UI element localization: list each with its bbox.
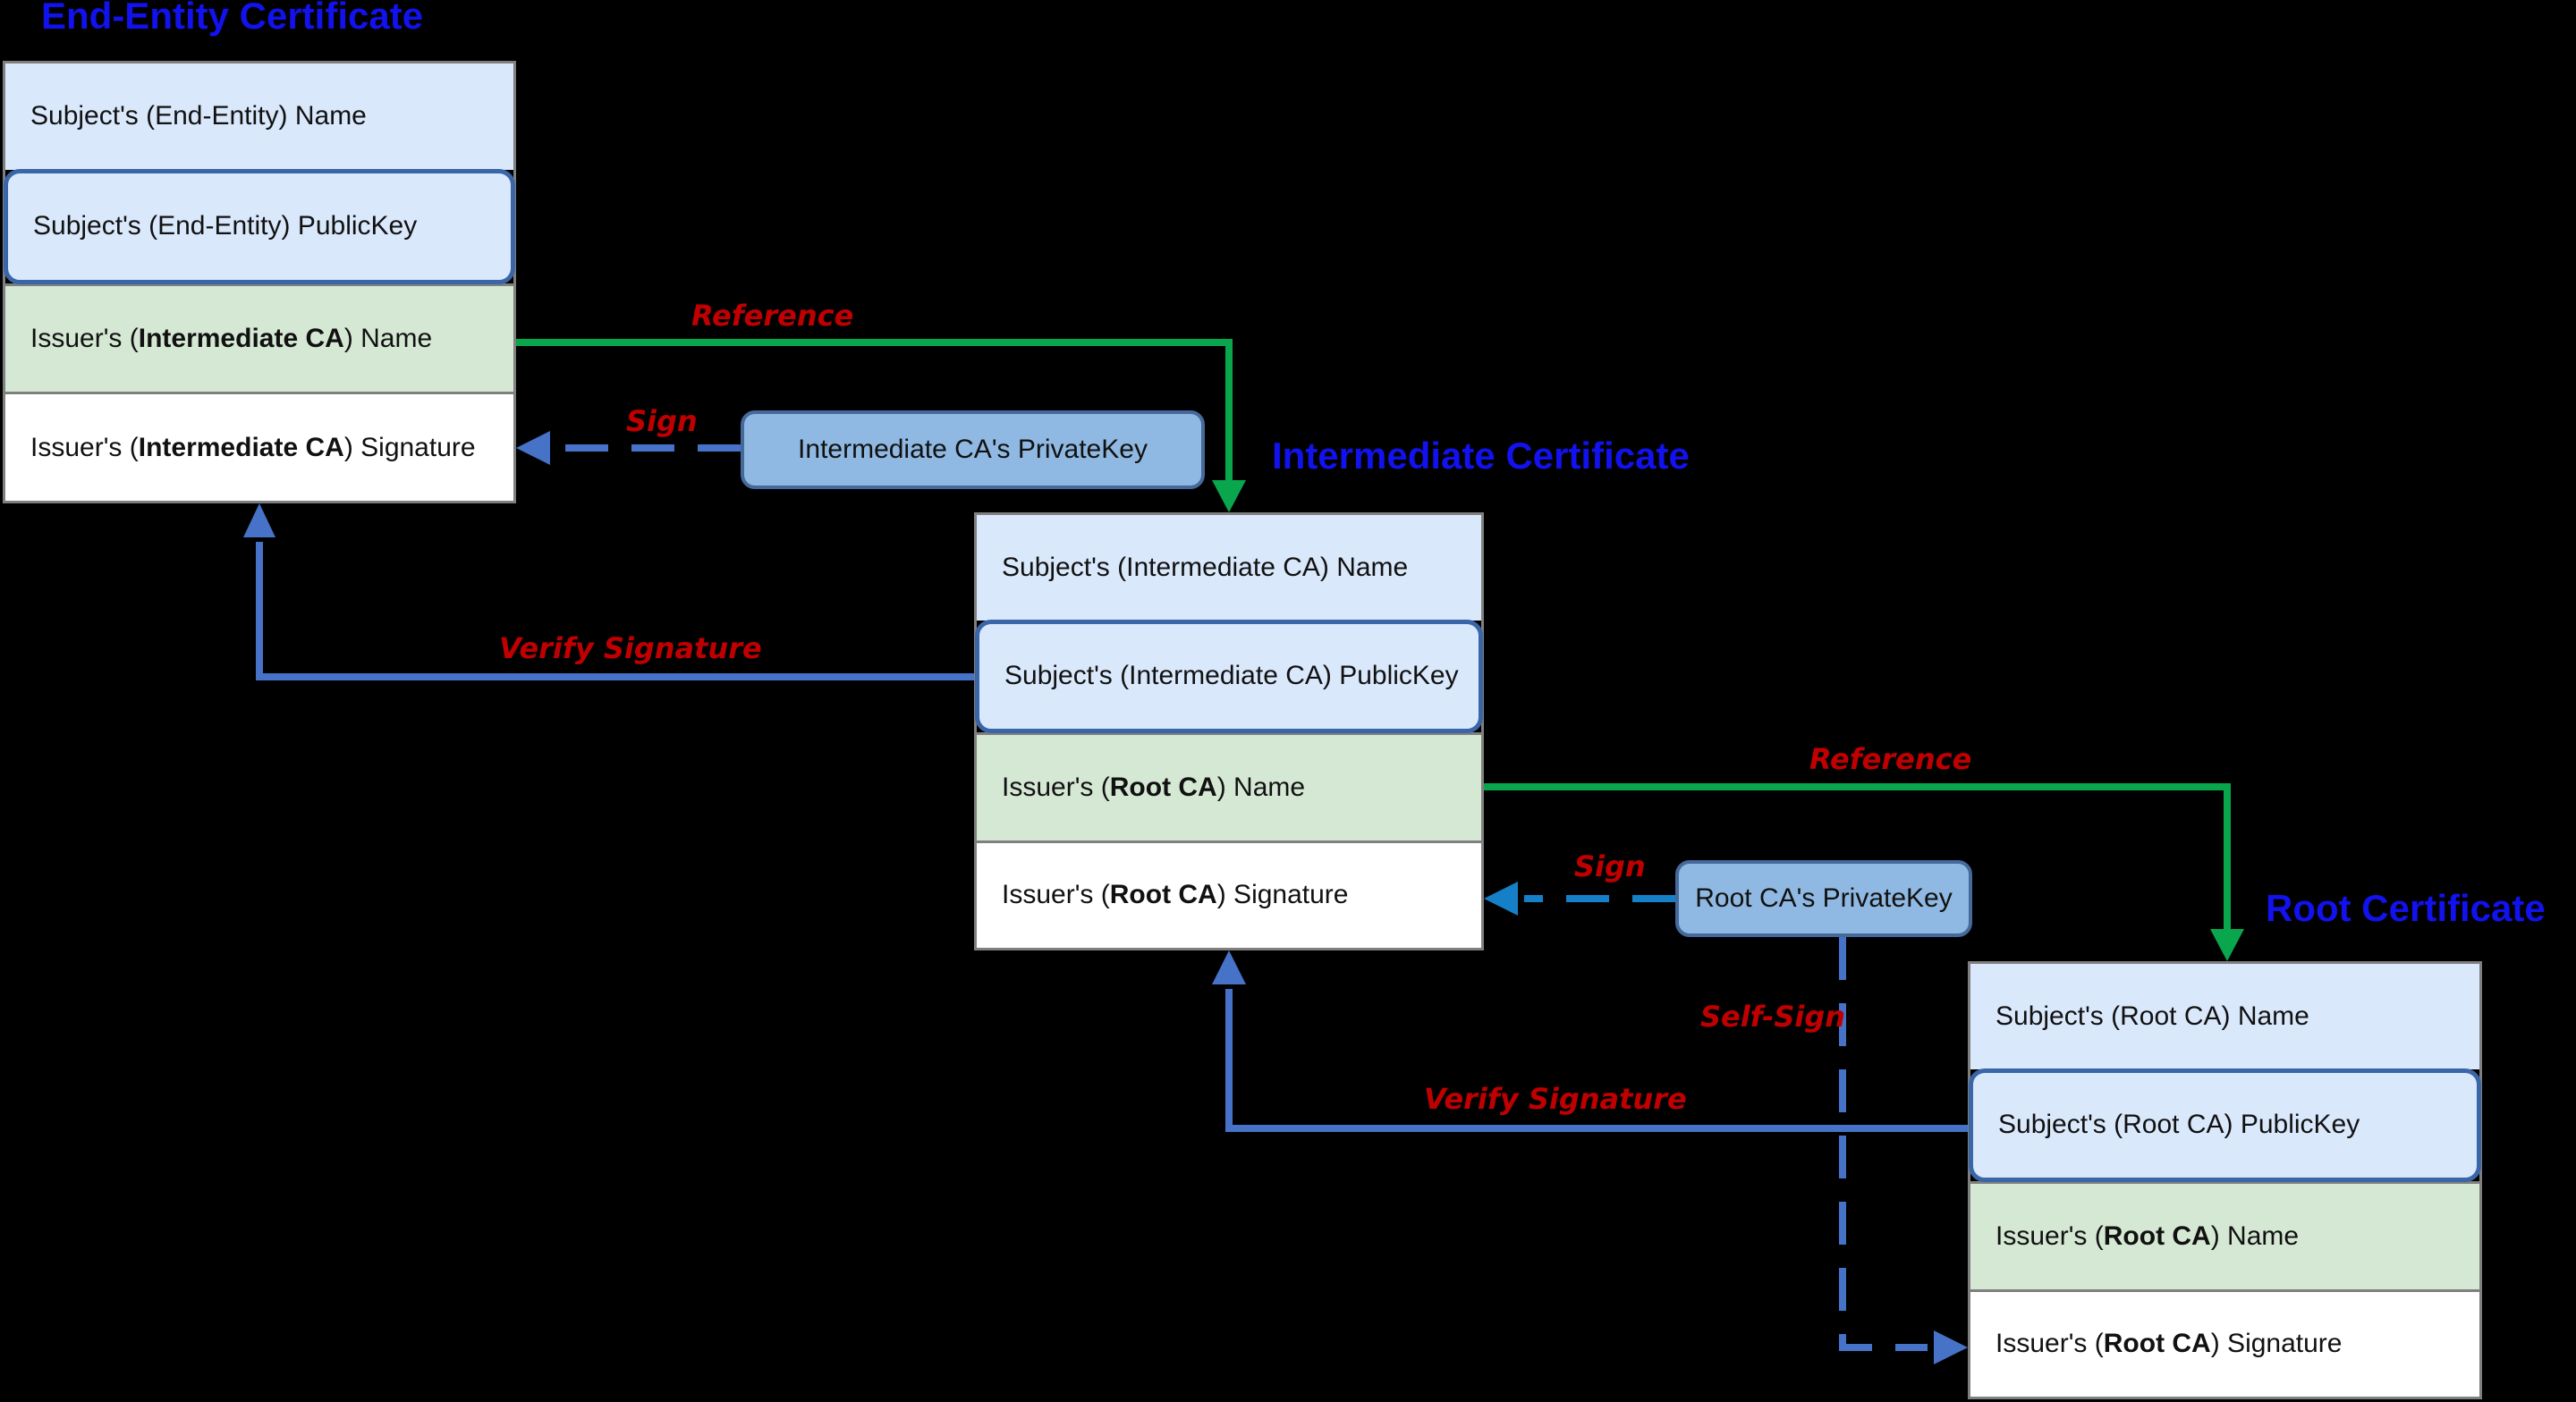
sign-label-2: Sign	[1574, 849, 1646, 883]
privatekey-label: Root CA's PrivateKey	[1695, 883, 1953, 913]
reference-arrowhead-2	[2210, 929, 2244, 961]
intermediate-ca-privatekey-box: Intermediate CA's PrivateKey	[741, 410, 1205, 489]
row-text: ) Signature	[2210, 1329, 2343, 1359]
row-text: Subject's (Root CA) PublicKey	[1998, 1110, 2360, 1140]
self-sign-arrow	[1839, 937, 1928, 1351]
row-text-bold: Root CA	[2103, 1329, 2211, 1359]
row-text: Issuer's (	[30, 323, 139, 353]
row-text: Issuer's (	[1996, 1220, 2104, 1251]
row-text: ) Name	[2210, 1220, 2300, 1251]
root-issuer-signature-row: Issuer's (Root CA) Signature	[1970, 1288, 2479, 1397]
reference-arrow-2	[1484, 783, 2231, 936]
end-entity-certificate-box: Subject's (End-Entity) Name Subject's (E…	[3, 61, 516, 503]
row-text: Subject's (Intermediate CA) Name	[1002, 552, 1409, 582]
row-text: Subject's (End-Entity) PublicKey	[33, 211, 418, 241]
verify-signature-label-2: Verify Signature	[1424, 1082, 1687, 1116]
self-sign-arrowhead	[1934, 1330, 1968, 1364]
root-certificate-box: Subject's (Root CA) Name Subject's (Root…	[1968, 961, 2482, 1399]
row-text: ) Name	[343, 323, 433, 353]
intermediate-certificate-title: Intermediate Certificate	[1272, 435, 1690, 477]
reference-arrow-1	[516, 339, 1233, 487]
row-text-bold: Intermediate CA	[138, 323, 344, 353]
row-text-bold: Intermediate CA	[138, 432, 344, 462]
row-text-bold: Root CA	[2103, 1220, 2211, 1251]
row-text: Issuer's (	[1002, 880, 1110, 910]
reference-arrowhead-1	[1212, 480, 1246, 512]
sign-arrowhead-2	[1484, 882, 1518, 916]
verify-signature-arrow-1	[256, 542, 974, 680]
end-entity-subject-name-row: Subject's (End-Entity) Name	[5, 63, 513, 170]
row-text: ) Name	[1216, 772, 1306, 802]
row-text: Issuer's (	[30, 432, 139, 462]
intermediate-certificate-box: Subject's (Intermediate CA) Name Subject…	[974, 512, 1484, 950]
verify-signature-label-1: Verify Signature	[499, 631, 762, 665]
row-text-bold: Root CA	[1109, 880, 1217, 910]
end-entity-subject-publickey-row: Subject's (End-Entity) PublicKey	[4, 168, 515, 284]
sign-arrowhead-1	[516, 431, 550, 465]
intermediate-issuer-signature-row: Issuer's (Root CA) Signature	[977, 840, 1481, 948]
root-subject-name-row: Subject's (Root CA) Name	[1970, 964, 2479, 1069]
self-sign-label: Self-Sign	[1700, 1000, 1846, 1034]
root-ca-privatekey-box: Root CA's PrivateKey	[1675, 860, 1972, 937]
end-entity-issuer-name-row: Issuer's (Intermediate CA) Name	[5, 283, 513, 393]
verify-signature-arrowhead-2	[1212, 950, 1246, 984]
end-entity-issuer-signature-row: Issuer's (Intermediate CA) Signature	[5, 392, 513, 501]
reference-label-2: Reference	[1809, 742, 1972, 776]
intermediate-issuer-name-row: Issuer's (Root CA) Name	[977, 732, 1481, 840]
row-text: Issuer's (	[1002, 772, 1110, 802]
row-text: ) Signature	[343, 432, 476, 462]
sign-label-1: Sign	[626, 404, 698, 438]
intermediate-subject-publickey-row: Subject's (Intermediate CA) PublicKey	[975, 619, 1483, 733]
end-entity-certificate-title: End-Entity Certificate	[41, 0, 424, 37]
intermediate-subject-name-row: Subject's (Intermediate CA) Name	[977, 515, 1481, 621]
privatekey-label: Intermediate CA's PrivateKey	[798, 435, 1148, 464]
verify-signature-arrowhead-1	[243, 503, 275, 537]
row-text: Subject's (Root CA) Name	[1996, 1001, 2309, 1031]
verify-signature-arrow-2	[1225, 989, 1968, 1132]
root-certificate-title: Root Certificate	[2266, 887, 2546, 929]
row-text: Subject's (Intermediate CA) PublicKey	[1004, 661, 1459, 691]
row-text: Subject's (End-Entity) Name	[30, 101, 367, 131]
root-subject-publickey-row: Subject's (Root CA) PublicKey	[1969, 1068, 2481, 1182]
row-text: ) Signature	[1216, 880, 1349, 910]
row-text-bold: Root CA	[1109, 772, 1217, 802]
row-text: Issuer's (	[1996, 1329, 2104, 1359]
reference-label-1: Reference	[691, 299, 854, 333]
root-issuer-name-row: Issuer's (Root CA) Name	[1970, 1181, 2479, 1289]
